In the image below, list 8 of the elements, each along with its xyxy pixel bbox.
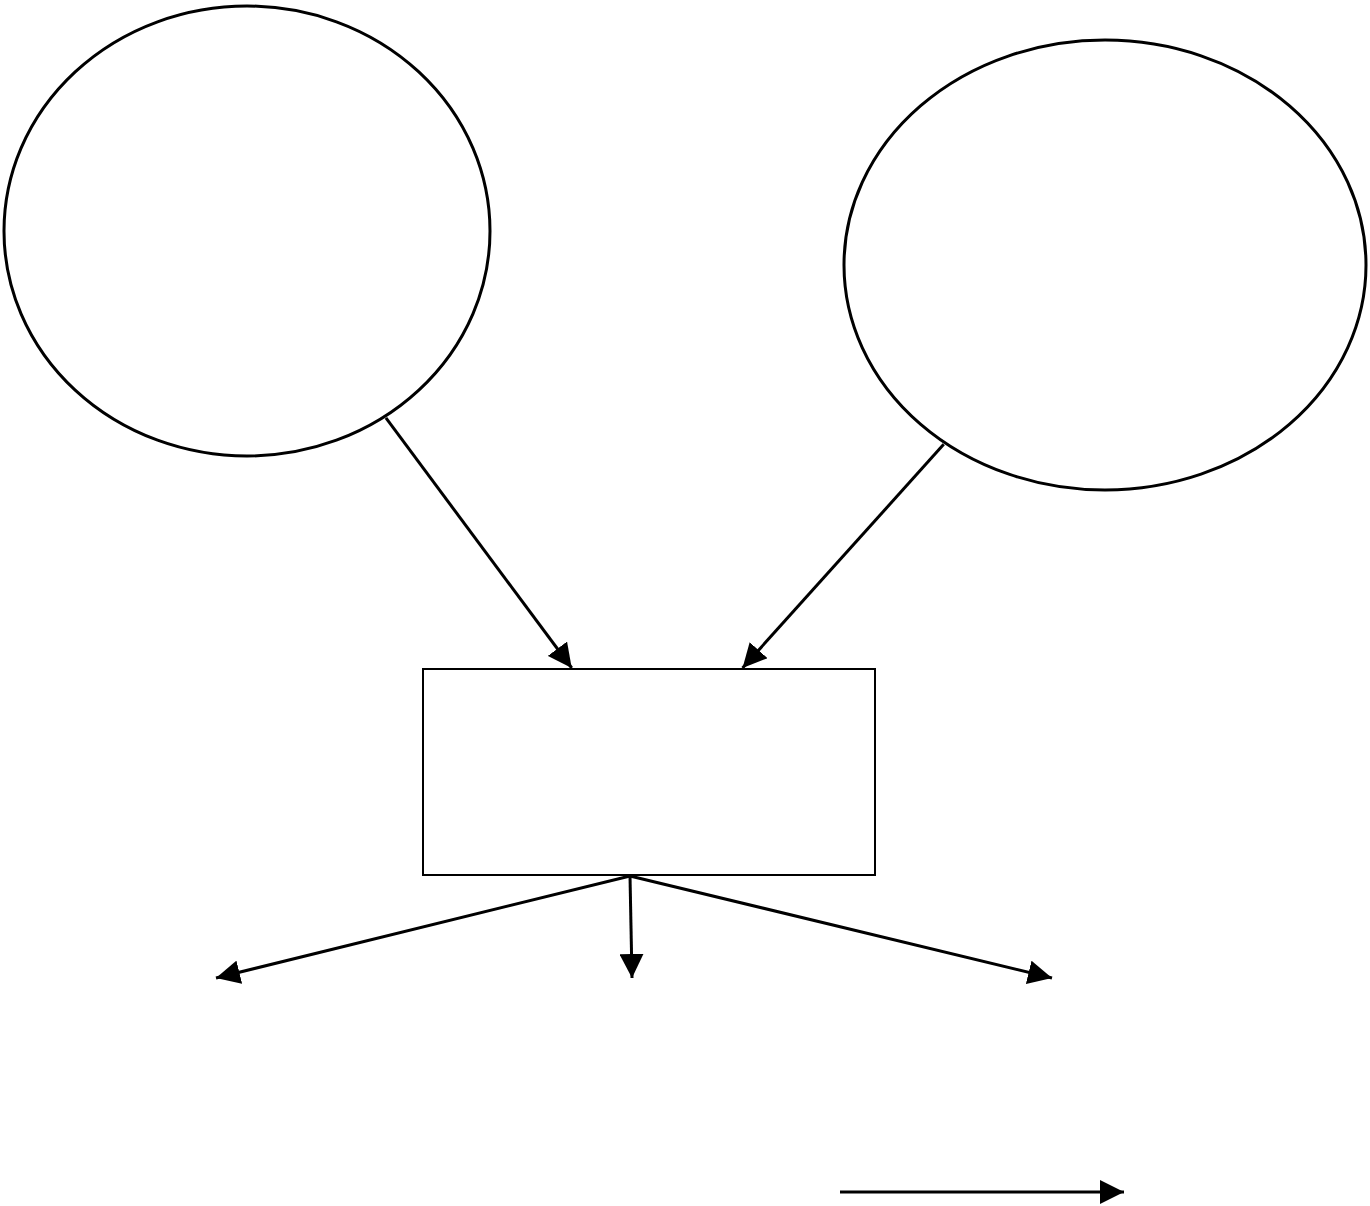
arrow (741, 443, 945, 669)
ellipse-node (842, 38, 1368, 492)
ellipse-node (2, 4, 492, 458)
arrow (215, 874, 631, 984)
rectangle-node (422, 668, 876, 876)
arrow (619, 875, 644, 979)
arrow (629, 874, 1053, 985)
arrow (384, 417, 573, 669)
